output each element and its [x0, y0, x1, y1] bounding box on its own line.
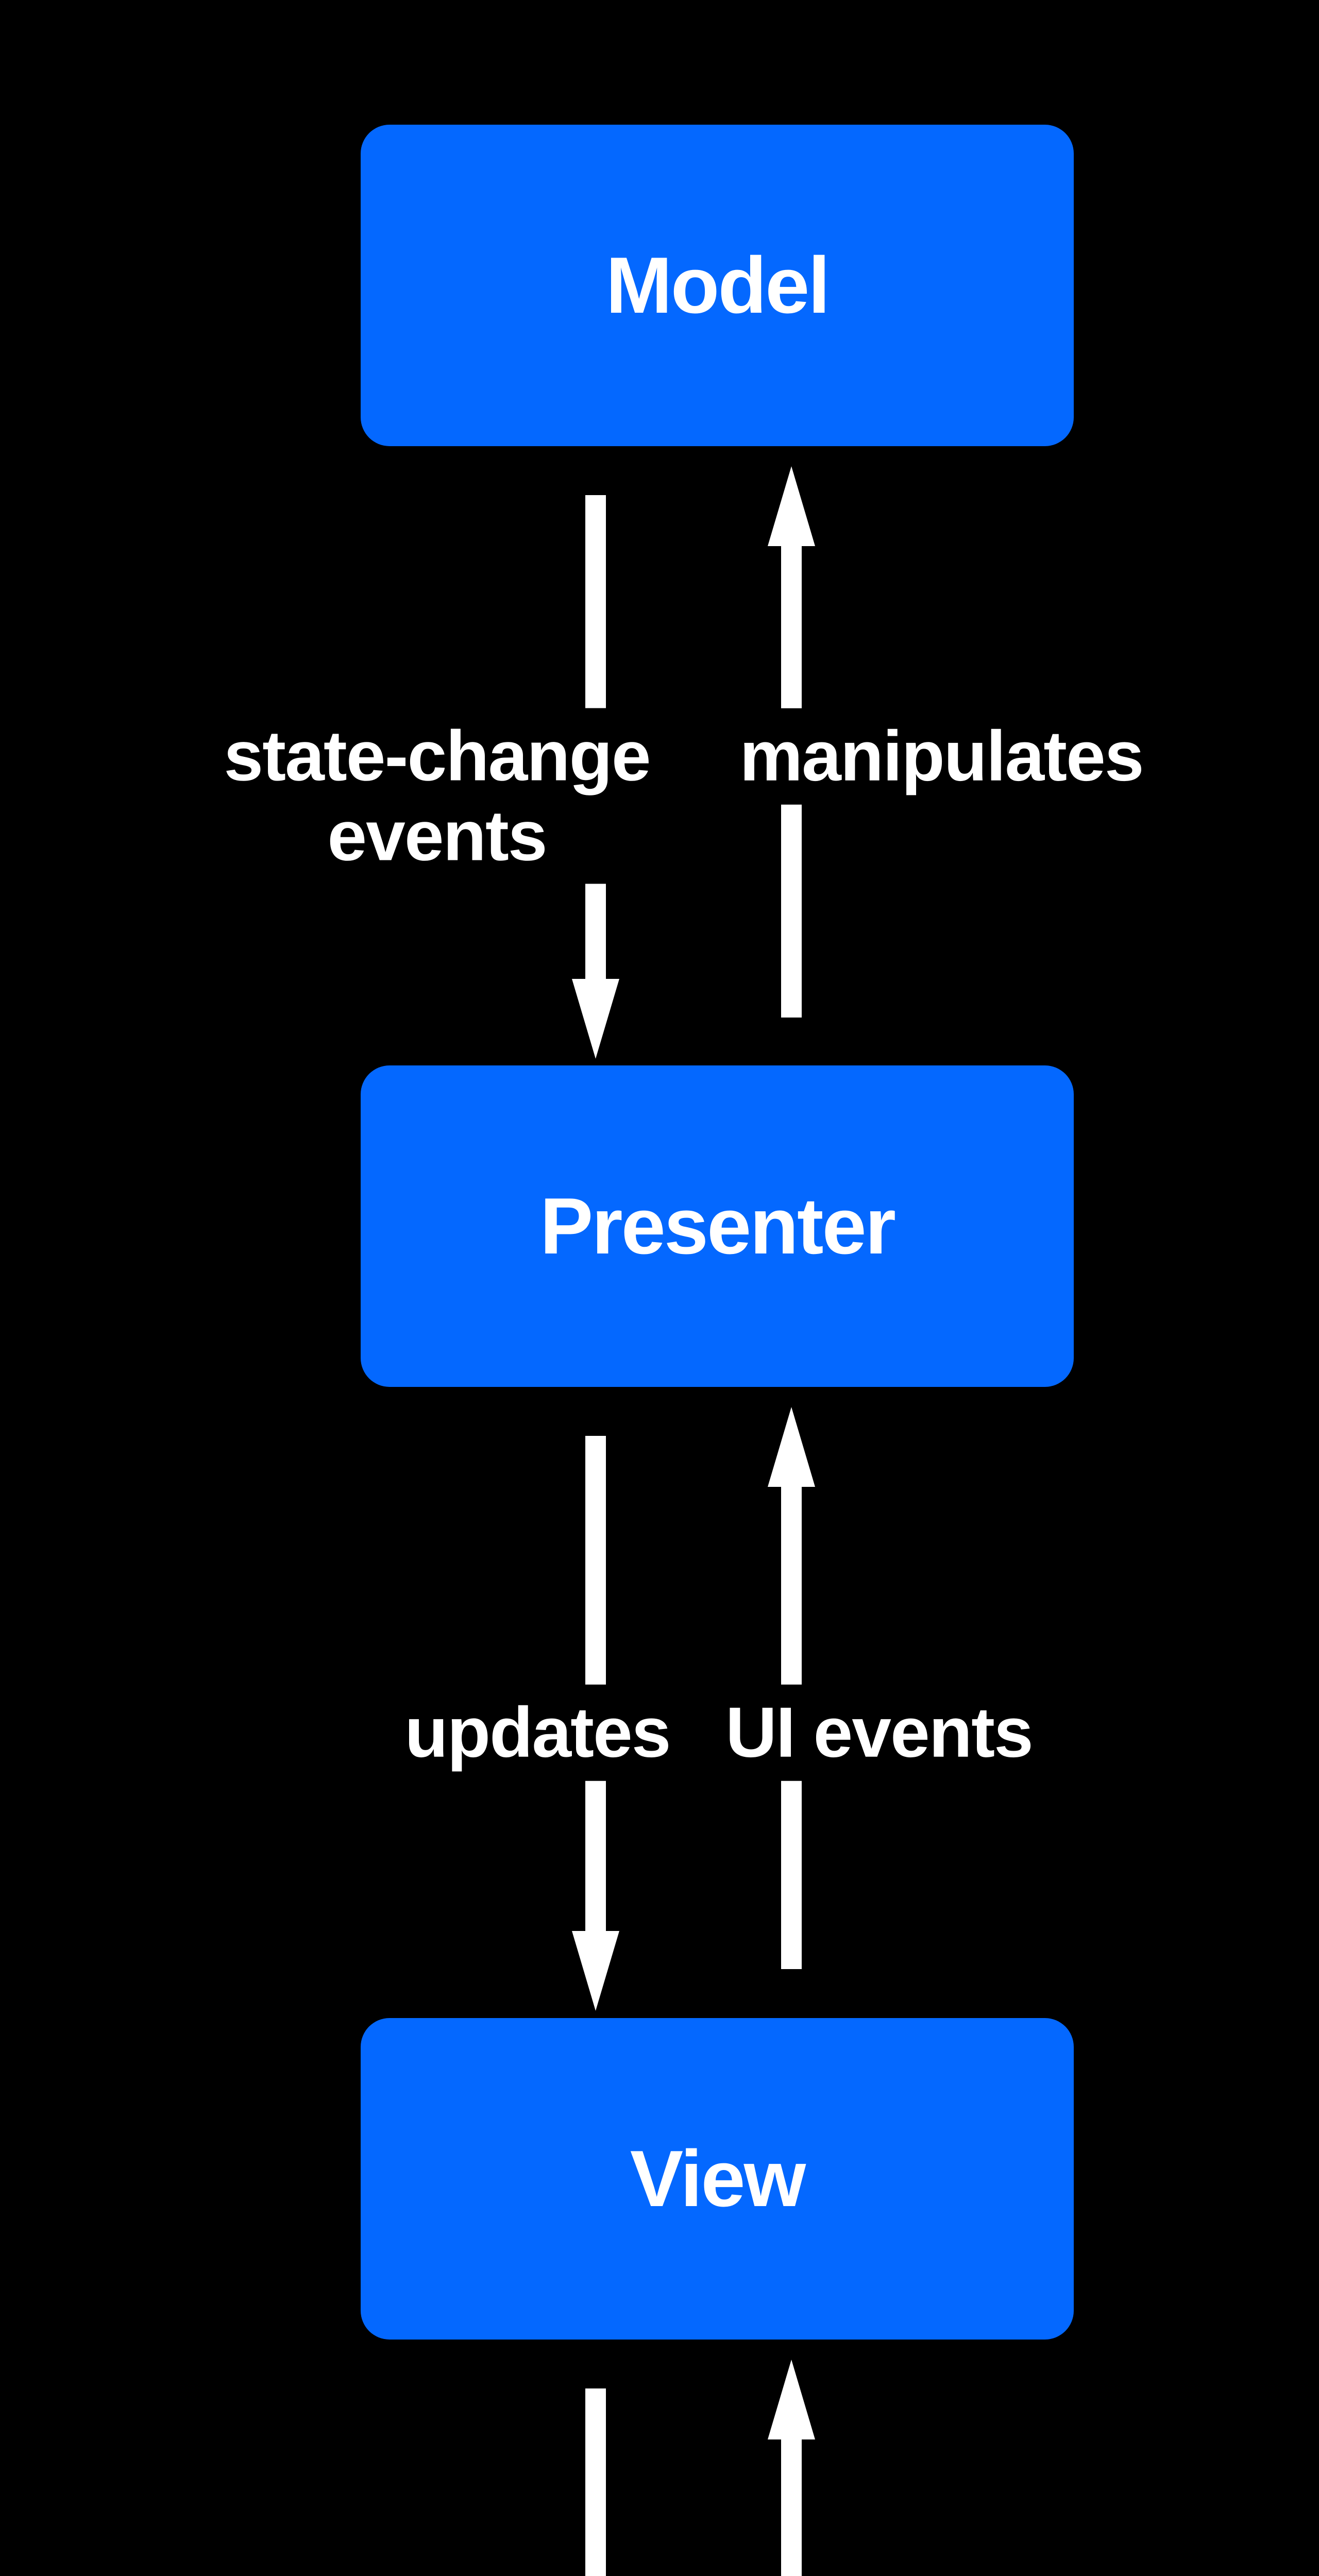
arrow-presenter-to-view-shaft: [585, 1436, 606, 1932]
edge-label-ui-events: UI events: [710, 1684, 1048, 1781]
node-model-label: Model: [605, 241, 831, 330]
node-view: View: [361, 2018, 1074, 2340]
node-view-label: View: [630, 2134, 806, 2223]
arrow-presenter-to-view-head-icon: [572, 1931, 619, 2011]
arrow-view-to-user-shaft: [585, 2388, 606, 2576]
arrow-view-to-presenter-head-icon: [768, 1407, 815, 1487]
arrow-presenter-to-model-head-icon: [768, 466, 815, 546]
arrow-user-to-view-shaft: [781, 2437, 802, 2576]
node-model: Model: [361, 125, 1074, 446]
arrow-model-to-presenter-head-icon: [572, 979, 619, 1059]
node-presenter: Presenter: [361, 1065, 1074, 1387]
edge-label-state-change-events: state-change events: [195, 708, 679, 884]
edge-label-manipulates: manipulates: [724, 708, 1159, 805]
node-presenter-label: Presenter: [539, 1181, 896, 1270]
arrow-user-to-view-head-icon: [768, 2360, 815, 2439]
edge-label-updates: updates: [389, 1684, 686, 1781]
